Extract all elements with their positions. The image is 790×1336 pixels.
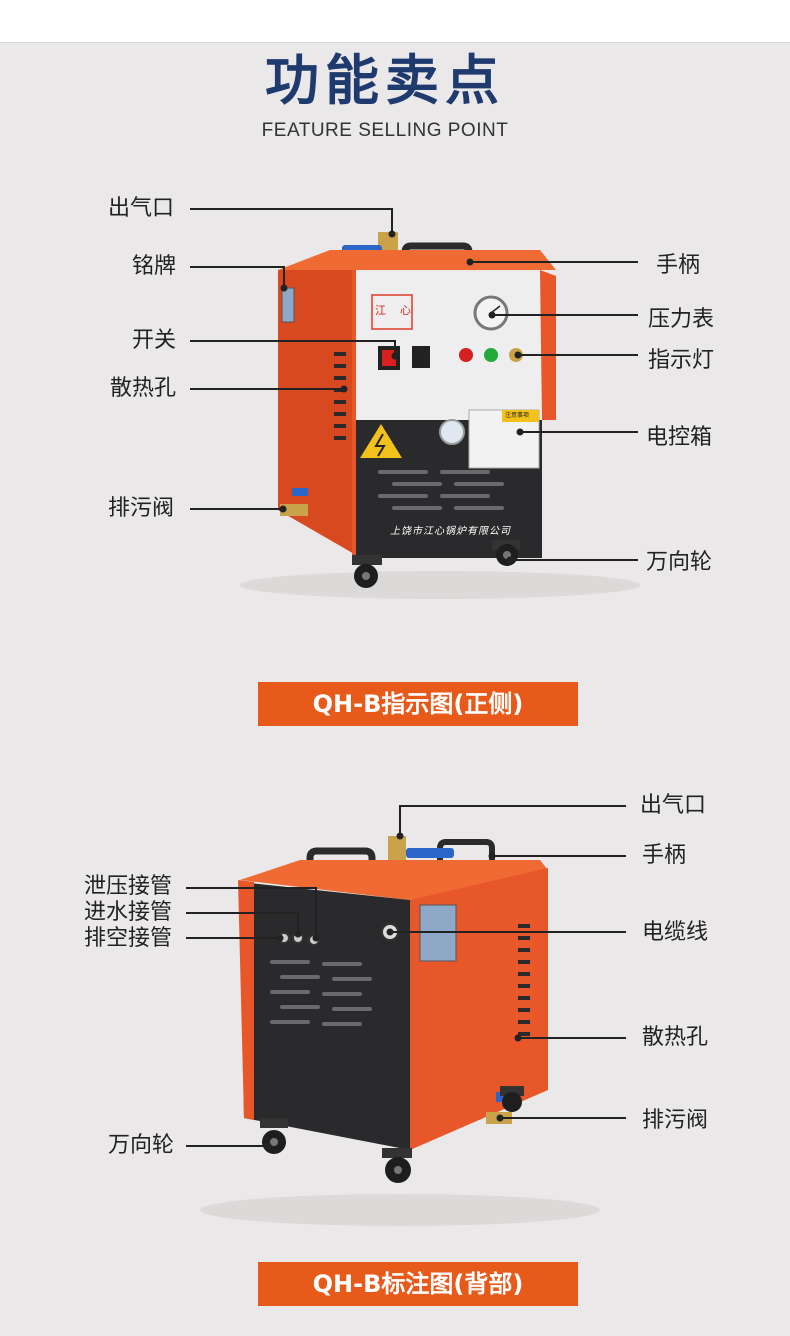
caution-label-text: 注意事项	[505, 412, 530, 419]
back-label-drain-valve: 排污阀	[642, 1108, 709, 1133]
back-label-inlet-pipe: 进水接管	[84, 900, 173, 925]
back-label-vent: 散热孔	[642, 1025, 709, 1050]
top-bar	[0, 0, 790, 42]
front-label-handle: 手柄	[656, 253, 701, 278]
page-title: 功能卖点	[265, 49, 505, 112]
front-label-nameplate: 铭牌	[132, 254, 177, 279]
back-label-vent-pipe: 排空接管	[84, 926, 173, 951]
front-caption: QH-B指示图(正侧)	[258, 682, 578, 726]
front-label-pressure-gauge: 压力表	[648, 307, 715, 332]
front-logo-text-2: 心	[400, 304, 411, 317]
back-label-caster: 万向轮	[108, 1133, 175, 1158]
back-label-cable: 电缆线	[642, 920, 709, 945]
front-label-vent: 散热孔	[110, 376, 177, 401]
company-name-plate: 上饶市江心锅炉有限公司	[390, 526, 511, 537]
front-label-caster: 万向轮	[646, 550, 713, 575]
front-label-indicator-light: 指示灯	[648, 348, 715, 373]
front-label-outlet: 出气口	[108, 196, 175, 221]
back-label-handle: 手柄	[642, 843, 687, 868]
page-subtitle: FEATURE SELLING POINT	[261, 120, 509, 141]
back-caption: QH-B标注图(背部)	[258, 1262, 578, 1306]
back-label-outlet: 出气口	[640, 793, 707, 818]
front-label-control-box: 电控箱	[646, 425, 713, 450]
back-label-relief-pipe: 泄压接管	[84, 874, 173, 899]
front-label-drain-valve: 排污阀	[108, 496, 175, 521]
front-logo-text: 江	[375, 304, 386, 317]
front-label-switch: 开关	[132, 328, 177, 353]
top-divider	[0, 42, 790, 43]
